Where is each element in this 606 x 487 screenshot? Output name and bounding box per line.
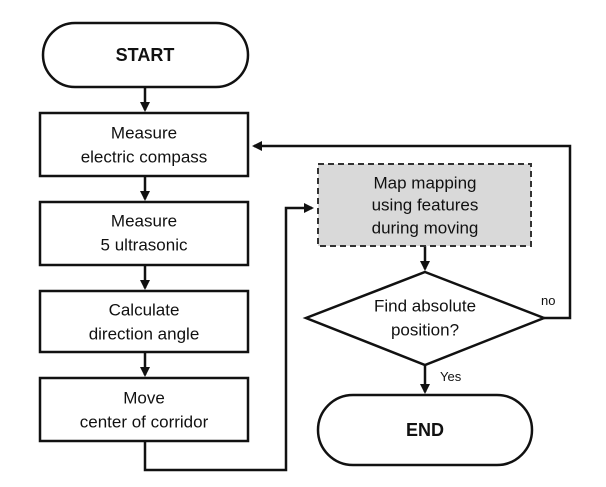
decision-node: Find absolute position? [302, 270, 548, 367]
start-node: START [41, 21, 250, 89]
no-label: no [541, 293, 555, 308]
map-mapping-line2: using features [372, 195, 479, 214]
move-center-line1: Move [123, 388, 165, 407]
end-node: END [316, 393, 534, 467]
map-mapping-line1: Map mapping [373, 173, 476, 192]
move-center-line2: center of corridor [80, 412, 209, 431]
measure-ultrasonic-line2: 5 ultrasonic [101, 235, 188, 254]
measure-compass-line1: Measure [111, 123, 177, 142]
end-label: END [406, 420, 444, 440]
move-center-node: Move center of corridor [38, 376, 250, 443]
map-mapping-line3: during moving [372, 218, 479, 237]
edge-decision-loop-back [252, 141, 572, 320]
calculate-direction-node: Calculate direction angle [38, 289, 250, 354]
measure-compass-node: Measure electric compass [38, 111, 250, 178]
calculate-direction-line1: Calculate [109, 300, 180, 319]
calculate-direction-line2: direction angle [89, 324, 200, 343]
yes-label: Yes [440, 369, 462, 384]
measure-ultrasonic-line1: Measure [111, 211, 177, 230]
measure-ultrasonic-node: Measure 5 ultrasonic [38, 200, 250, 267]
measure-compass-line2: electric compass [81, 147, 208, 166]
start-label: START [116, 45, 175, 65]
edge-move-to-map [143, 203, 314, 472]
connectors [140, 87, 572, 472]
decision-line1: Find absolute [374, 296, 476, 315]
map-mapping-node: Map mapping using features during moving [317, 163, 532, 247]
decision-line2: position? [391, 320, 459, 339]
